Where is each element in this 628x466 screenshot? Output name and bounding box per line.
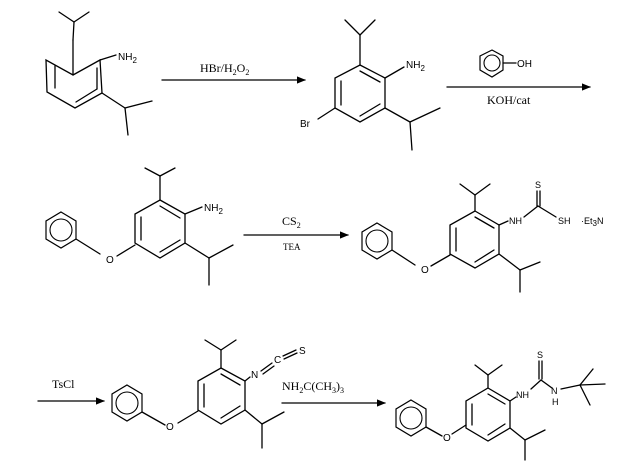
thione-sulfur-label: S xyxy=(535,180,541,190)
ether-oxygen-label: O xyxy=(106,255,114,266)
amide-hydrogen-label: H xyxy=(552,397,559,407)
nh2-label: NH2 xyxy=(204,203,223,216)
isothiocyanate-carbon-label: C xyxy=(274,355,281,366)
reagent-tea: TEA xyxy=(283,242,301,252)
reagent-hbr-h2o2: HBr/H2O2 xyxy=(200,61,249,77)
ether-oxygen-label: O xyxy=(443,433,451,444)
molecule-isothiocyanate: O N C S xyxy=(111,339,306,449)
thiol-label: SH xyxy=(558,216,571,226)
nh-label: NH xyxy=(509,216,522,226)
reagent-tscl: TsCl xyxy=(52,377,75,391)
ether-oxygen-label: O xyxy=(421,265,429,276)
molecule-thiourea-product: O NH S N H xyxy=(395,350,606,461)
nh-label: NH xyxy=(516,390,529,400)
nh2-label: NH2 xyxy=(118,52,137,65)
nh2-label: NH2 xyxy=(406,60,425,73)
isothiocyanate-sulfur-label: S xyxy=(299,346,306,357)
hydroxyl-label: OH xyxy=(517,59,532,70)
amide-nitrogen-label: N xyxy=(551,386,558,396)
molecule-dithiocarbamate-salt: O NH S SH ·Et3N xyxy=(361,180,603,293)
thione-sulfur-label: S xyxy=(537,350,543,360)
reagent-cs2: CS2 xyxy=(282,214,301,230)
molecule-diisopropylaniline: NH2 xyxy=(45,11,153,136)
reagent-tert-butylamine: NH2C(CH3)3 xyxy=(282,379,344,395)
ether-oxygen-label: O xyxy=(166,422,174,433)
triethylamine-label: ·Et3N xyxy=(581,216,603,228)
molecule-phenoxy-diisopropylaniline: O NH2 xyxy=(45,167,234,286)
molecule-bromo-diisopropylaniline: NH2 Br xyxy=(300,19,441,151)
isothiocyanate-nitrogen-label: N xyxy=(251,370,258,381)
phenol-reagent: OH xyxy=(479,49,532,78)
reagent-koh-cat: KOH/cat xyxy=(487,93,531,107)
bromine-label: Br xyxy=(300,119,311,130)
